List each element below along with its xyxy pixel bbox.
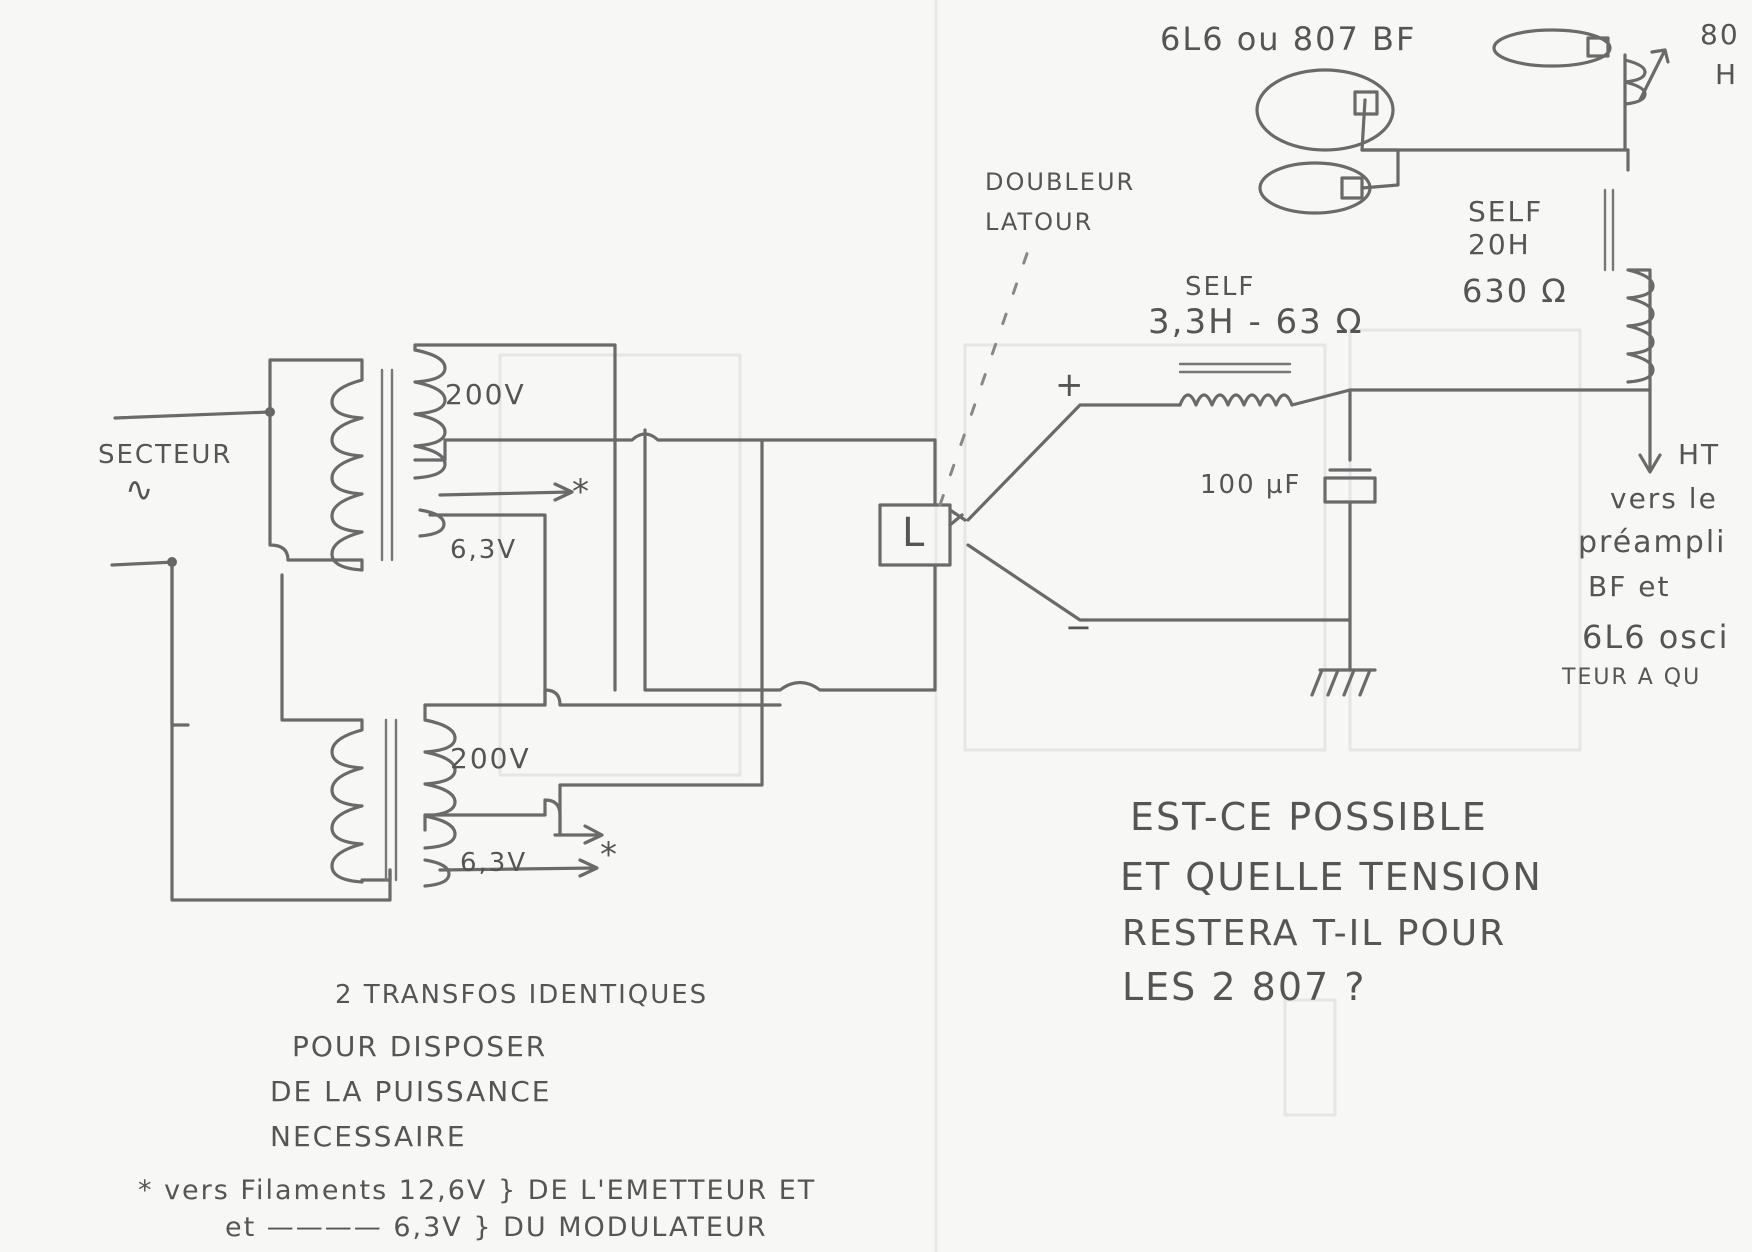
label-self2: SELF [1468,195,1544,228]
footnote-line1: * vers Filaments 12,6V } DE L'EMETTEUR E… [138,1175,817,1206]
label-self1-value: 3,3H - 63 Ω [1148,302,1364,342]
note-left-line1: 2 TRANSFOS IDENTIQUES [335,980,709,1010]
output-filter-wiring [966,362,1662,697]
label-self2-resistance: 630 Ω [1462,272,1568,310]
label-doubleur: DOUBLEUR [985,168,1136,196]
question-line1: EST-CE POSSIBLE [1130,795,1488,839]
label-minus: − [1065,608,1094,646]
self-20h-choke [1603,148,1655,392]
label-tubes: 6L6 ou 807 BF [1160,20,1417,58]
filament-arrows [438,482,604,878]
star-marker-bottom: * [600,835,619,875]
question-line3: RESTERA T-IL POUR [1122,913,1507,954]
question-line2: ET QUELLE TENSION [1120,855,1543,899]
footnote-line2: et ———— 6,3V } DU MODULATEUR [225,1212,768,1243]
note-left-line3: DE LA PUISSANCE [270,1075,552,1108]
ac-symbol: ∿ [125,470,156,510]
tube-symbols [1255,28,1670,215]
label-plus: + [1055,365,1086,405]
label-secteur: SECTEUR [98,440,233,470]
doubleur-pointer [938,243,1032,507]
question-line4: LES 2 807 ? [1122,965,1367,1009]
label-ht-dest-4: 6L6 osci [1582,618,1730,656]
transformer-bottom [330,688,782,888]
label-ht-dest-2: préampli [1578,525,1727,560]
label-capacitor: 100 µF [1200,470,1302,500]
label-self1: SELF [1185,272,1256,302]
component-letter-L: L [902,510,927,556]
label-ht-dest-1: vers le [1610,482,1718,515]
label-latour: LATOUR [985,208,1094,236]
label-ht: HT [1678,438,1721,471]
mains-input-wires [110,358,392,902]
label-ht-dest-5: TEUR A QU [1562,665,1702,690]
label-63v-bottom: 6,3V [460,848,528,878]
bus-wiring [558,428,937,837]
component-L-box [878,503,967,567]
label-right-tube-mid: H [1715,58,1739,91]
label-ht-dest-3: BF et [1588,570,1671,603]
label-200v-bottom: 200V [450,742,531,775]
label-200v-top: 200V [445,378,526,411]
star-marker-top: * [572,472,591,512]
label-self2-inductance: 20H [1468,228,1531,261]
note-left-line4: NECESSAIRE [270,1120,467,1153]
transformer-top [330,343,617,707]
label-63v-top: 6,3V [450,535,518,565]
note-left-line2: POUR DISPOSER [292,1030,548,1063]
label-right-tube-top: 80 [1700,18,1740,51]
